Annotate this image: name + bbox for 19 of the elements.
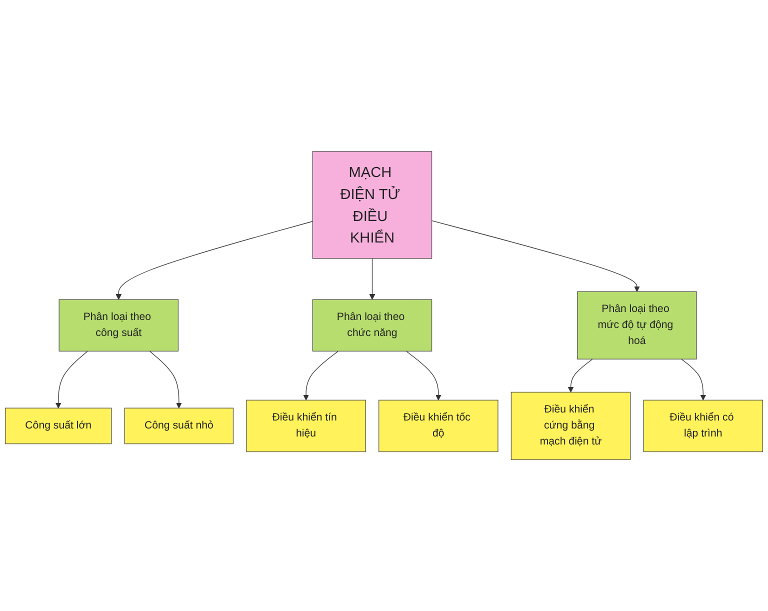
- node-box: Phân loại theo công suất: [58, 299, 179, 352]
- node-box: Công suất nhỏ: [124, 408, 234, 444]
- node-box: Điều khiển cứng bằng mạch điện tử: [510, 392, 631, 460]
- arrow: [303, 350, 339, 400]
- node-box: Điều khiển tốc độ: [378, 400, 498, 452]
- node-box: Điều khiển có lập trình: [643, 400, 764, 452]
- arrow: [568, 358, 593, 392]
- node-box: Điều khiển tín hiệu: [246, 400, 366, 452]
- arrow: [55, 350, 88, 408]
- arrow: [116, 221, 313, 300]
- node-box: Phân loại theo chức năng: [312, 299, 432, 352]
- arrow: [406, 350, 442, 400]
- arrow: [369, 258, 376, 300]
- node-box: MẠCH ĐIỆN TỬ ĐIỀU KHIỂN: [312, 150, 432, 259]
- node-box: Công suất lớn: [4, 408, 112, 444]
- arrow: [149, 350, 182, 408]
- arrow: [431, 220, 640, 292]
- node-box: Phân loại theo mức độ tự động hoá: [577, 291, 697, 360]
- arrow: [681, 358, 706, 400]
